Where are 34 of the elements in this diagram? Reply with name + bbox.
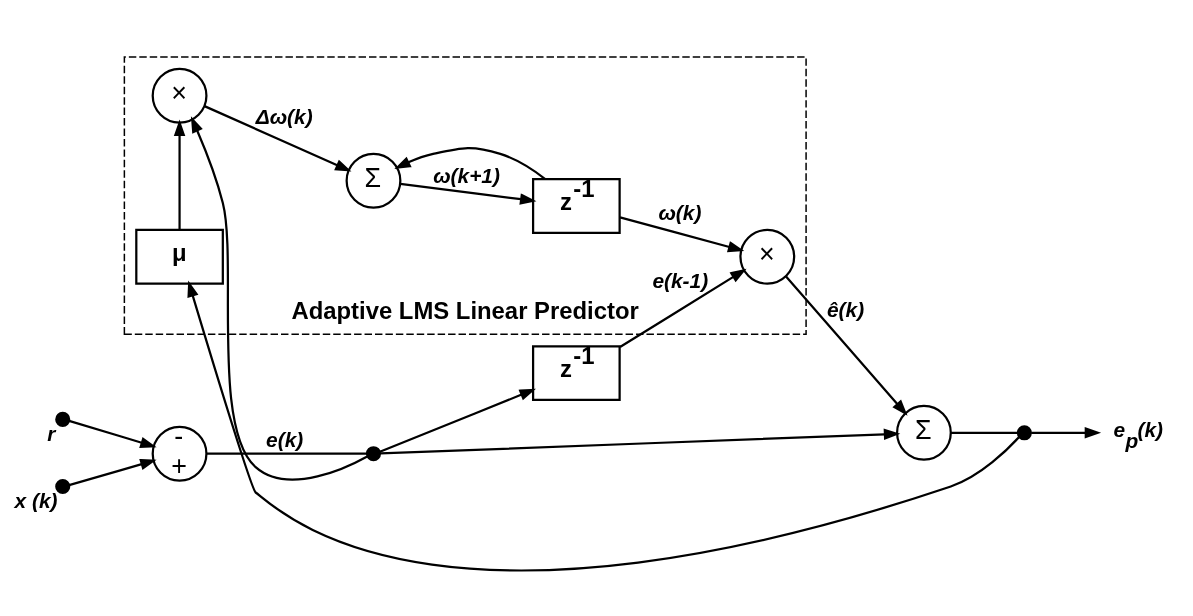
arrow [204, 105, 352, 172]
arrow [785, 275, 908, 416]
edge-label: ê(k) [826, 297, 865, 321]
arrow [619, 216, 745, 253]
arrow [380, 428, 901, 455]
arrow [187, 280, 1020, 572]
node-circle: × [739, 228, 796, 285]
node-dot [55, 411, 71, 427]
node-label: x (k) [14, 489, 58, 513]
node-label: r [47, 422, 56, 446]
arrow [1031, 427, 1102, 439]
edge-label: e(k) [266, 427, 304, 451]
node-circle: Σ [345, 152, 402, 209]
node-circle: Σ [895, 404, 952, 461]
arrow [173, 119, 186, 230]
node-dot [1016, 425, 1032, 441]
edge-label: Δω(k) [255, 105, 313, 129]
arrow [619, 268, 747, 348]
node-dot [55, 478, 71, 495]
edge-label: ω(k) [658, 200, 702, 224]
arrow [394, 147, 546, 180]
arrow [68, 458, 157, 487]
connector [951, 431, 1018, 434]
node-circle: × [151, 67, 208, 124]
arrow [190, 116, 368, 481]
edge-label: e(k-1) [652, 269, 709, 293]
node-circle: - + [151, 425, 208, 482]
node-dot [365, 446, 382, 462]
edge-label: ω(k+1) [433, 163, 500, 187]
arrow [379, 388, 536, 453]
arrow [400, 182, 537, 205]
connector [206, 452, 368, 455]
arrow [68, 419, 157, 448]
node-box: μ [135, 228, 224, 285]
